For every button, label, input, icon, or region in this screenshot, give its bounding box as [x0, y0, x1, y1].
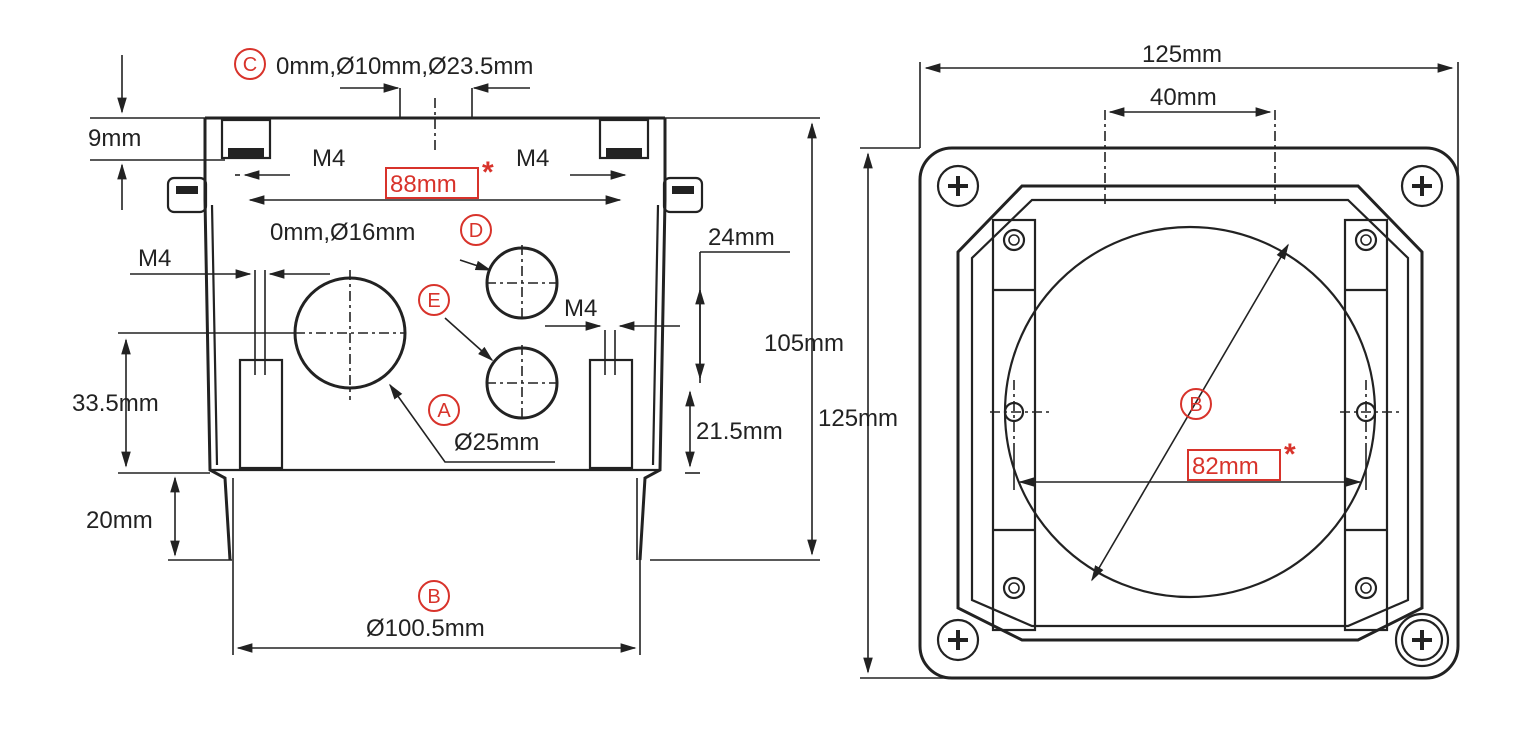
- label-top-lip: 9mm: [88, 125, 141, 152]
- frame-outline: [956, 184, 1424, 642]
- width-screws-box: [385, 167, 479, 199]
- screw-spacing-box: [1187, 449, 1281, 481]
- asterisk-front: *: [1284, 438, 1296, 471]
- asterisk-side: *: [482, 156, 494, 189]
- screw-bottom-left-icon: [936, 618, 980, 662]
- front-view: 125mm 40mm 125mm B 82mm *: [818, 41, 1460, 680]
- callout-a: A: [437, 400, 451, 422]
- box-left-wall: [203, 199, 232, 561]
- label-spigot-diameter: Ø100.5mm: [366, 615, 485, 642]
- label-spigot: 20mm: [86, 507, 153, 534]
- callout-e: E: [427, 290, 440, 312]
- label-hole-spacing: 24mm: [708, 224, 775, 251]
- label-hole-height: 33.5mm: [72, 390, 159, 417]
- left-tab: [166, 176, 208, 214]
- flange-outline: [918, 146, 1460, 680]
- label-m4-right-top: M4: [516, 145, 549, 172]
- label-front-height: 125mm: [818, 405, 898, 432]
- screw-bottom-right-icon: [1394, 612, 1450, 668]
- label-m4-left-mid: M4: [138, 245, 171, 272]
- callout-b: B: [427, 586, 440, 608]
- callout-e-circle: [418, 284, 450, 316]
- screw-top-right-icon: [1400, 164, 1444, 208]
- label-width-screws: 88mm: [390, 171, 457, 198]
- label-front-width: 125mm: [1142, 41, 1222, 68]
- side-view: C D E A B 0mm,Ø10mm,Ø23.5mm 9mm M4 M4 88…: [72, 48, 844, 655]
- label-m4-left-top: M4: [312, 145, 345, 172]
- right-tab: [662, 176, 704, 214]
- label-slot-width: 40mm: [1150, 84, 1217, 111]
- box-right-wall: [638, 199, 667, 561]
- callout-b-circle: [418, 580, 450, 612]
- callout-c-circle: [234, 48, 266, 80]
- callout-d: D: [469, 220, 483, 242]
- callout-d-circle: [460, 214, 492, 246]
- label-d-holes: 0mm,Ø16mm: [270, 219, 415, 246]
- label-c-holes: 0mm,Ø10mm,Ø23.5mm: [276, 53, 533, 80]
- label-lower-hole-height: 21.5mm: [696, 418, 783, 445]
- right-post: [588, 358, 634, 470]
- label-total-height: 105mm: [764, 330, 844, 357]
- label-m4-right-mid: M4: [564, 295, 597, 322]
- callout-c: C: [243, 54, 257, 76]
- screw-top-left-icon: [936, 164, 980, 208]
- left-post: [238, 358, 284, 470]
- label-hole-a: Ø25mm: [454, 429, 539, 456]
- left-bracket: [991, 218, 1037, 632]
- callout-b-front-circle: [1180, 388, 1212, 420]
- label-screw-spacing: 82mm: [1192, 453, 1259, 480]
- callout-a-circle: [428, 394, 460, 426]
- callout-b-front: B: [1189, 394, 1202, 416]
- right-bracket: [1343, 218, 1389, 632]
